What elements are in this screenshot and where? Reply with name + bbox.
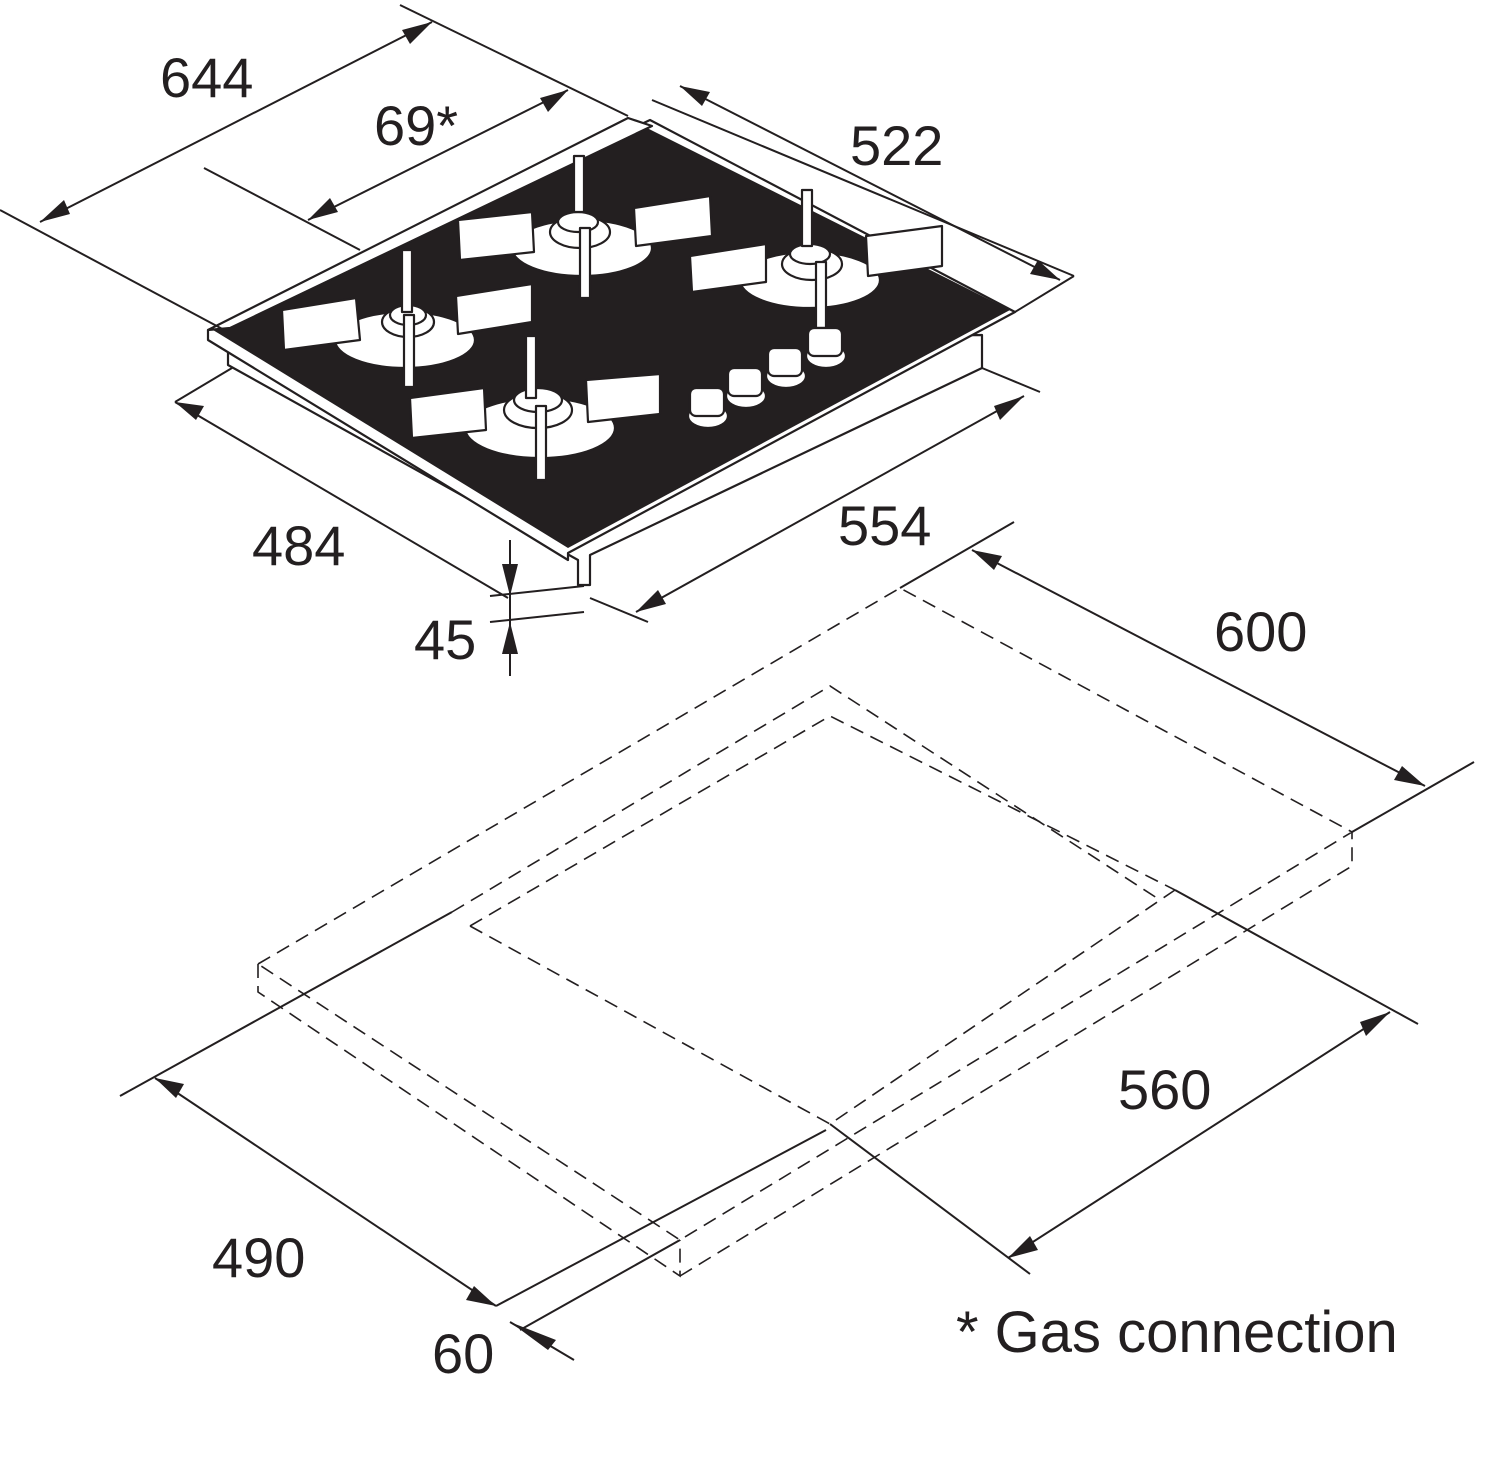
burner-front-left xyxy=(408,334,662,482)
hob-drawing xyxy=(206,116,1017,587)
knob-3 xyxy=(764,346,808,390)
dimension-490-label: 490 xyxy=(212,1226,306,1289)
dimension-69-gas-label: 69* xyxy=(374,94,459,157)
burner-rear-center xyxy=(456,154,714,300)
knob-4 xyxy=(804,326,848,370)
knob-2 xyxy=(724,366,768,410)
dimension-644-label: 644 xyxy=(160,46,254,109)
control-knobs xyxy=(686,326,848,430)
dimension-554-label: 554 xyxy=(838,494,932,557)
cutout-dimension-lines xyxy=(119,521,1475,1361)
hob-dimension-lines xyxy=(0,4,1075,676)
dimension-560-label: 560 xyxy=(1118,1058,1212,1121)
burner-rear-left xyxy=(280,248,534,389)
gas-connection-note: * Gas connection xyxy=(956,1300,1398,1365)
dimension-60-label: 60 xyxy=(432,1322,495,1385)
cutout-drawing xyxy=(257,587,1354,1278)
dimension-600-label: 600 xyxy=(1214,600,1308,663)
burner-right xyxy=(688,188,944,330)
dimension-484-label: 484 xyxy=(252,514,346,577)
dimension-45-label: 45 xyxy=(414,608,477,671)
knob-1 xyxy=(686,386,730,430)
dimension-522-label: 522 xyxy=(850,114,944,177)
